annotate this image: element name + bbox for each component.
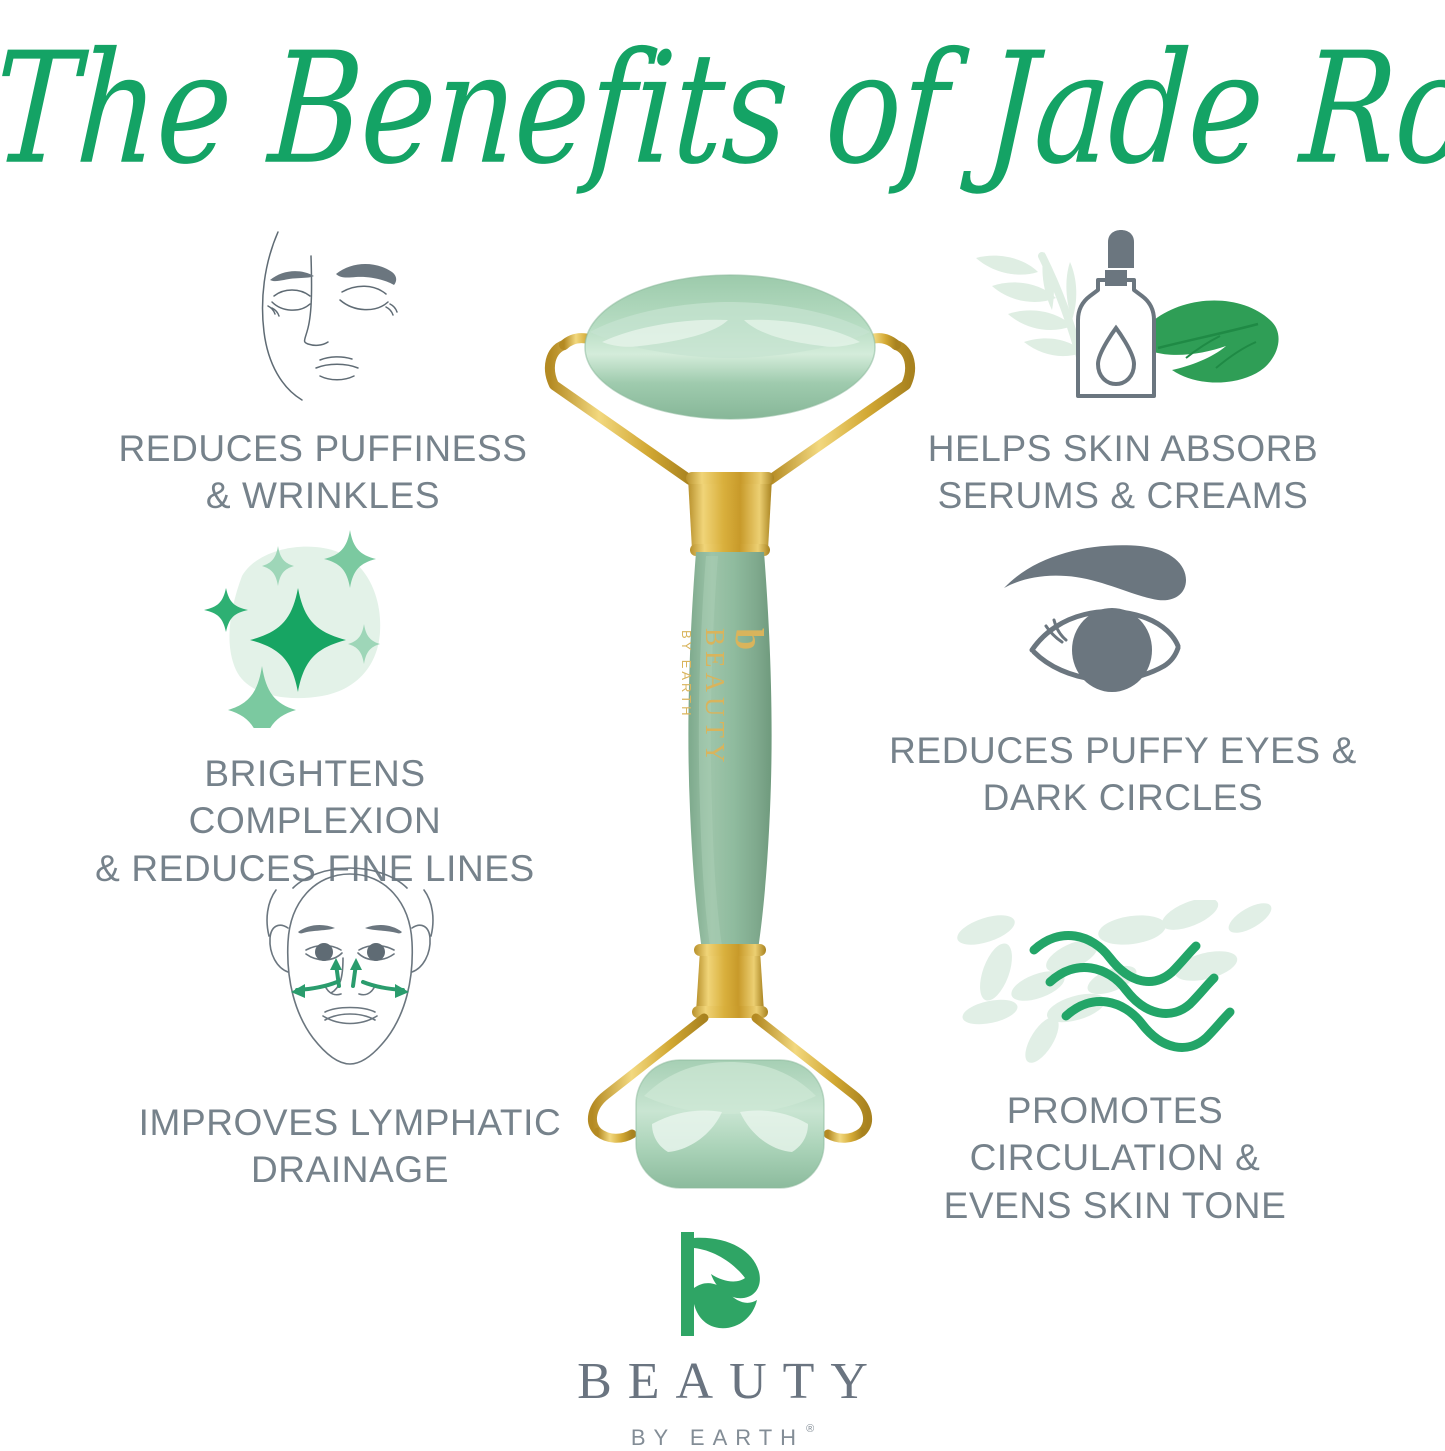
handle-brand-engraving: b BEAUTY BY EARTH (679, 628, 772, 768)
leaf-icon (1149, 300, 1279, 383)
serum-dropper-bottle-icon (976, 230, 1279, 398)
face-massage-arrows-icon (265, 867, 434, 1065)
benefit-label-line1: REDUCES PUFFY EYES & (889, 730, 1357, 771)
benefit-label-line2: & REDUCES FINE LINES (95, 847, 535, 889)
page-title: The Benefits of Jade Rolling (0, 8, 1445, 198)
benefit-label-line2: SERUMS & CREAMS (937, 475, 1309, 517)
benefit-label: IMPROVES LYMPHATIC DRAINAGE (115, 1099, 585, 1194)
fern-decoration-icon (976, 252, 1086, 368)
benefit-icon-container (80, 528, 550, 728)
benefit-label: REDUCES PUFFY EYES & DARK CIRCLES (888, 727, 1358, 822)
handle-brand-text: BEAUTY (700, 628, 730, 768)
logo-wordmark: BEAUTY (577, 1353, 884, 1410)
benefit-helps-skin-absorb: HELPS SKIN ABSORB SERUMS & CREAMS (888, 228, 1358, 520)
benefit-label: BRIGHTENS COMPLEXION & REDUCES FINE LINE… (80, 750, 550, 892)
benefit-label-line2: EVENS SKIN TONE (943, 1184, 1287, 1226)
logo-tagline-row: BY EARTH ® (0, 1423, 1445, 1451)
handle-tagline-text: BY EARTH (679, 630, 694, 719)
benefit-icon-container (880, 900, 1350, 1065)
page-title-text: The Benefits of Jade Rolling (0, 18, 1445, 199)
benefit-icon-container (115, 862, 585, 1077)
benefit-label-line2: DARK CIRCLES (982, 777, 1264, 819)
roller-bottom-yoke (587, 1013, 873, 1143)
benefit-label-line1: HELPS SKIN ABSORB (927, 428, 1319, 469)
wave-lines (1029, 931, 1235, 1052)
jade-roller-product-image: b BEAUTY BY EARTH (544, 274, 916, 1189)
benefit-icon-container (888, 540, 1358, 705)
face-closed-eyes-icon (261, 231, 398, 401)
benefit-label: HELPS SKIN ABSORB SERUMS & CREAMS (888, 425, 1358, 520)
sparkle-icon (204, 530, 381, 728)
handle-logo-mark: b (727, 628, 772, 650)
benefit-promotes-circulation: PROMOTES CIRCULATION & EVENS SKIN TONE (880, 900, 1350, 1229)
benefit-label-line1: PROMOTES CIRCULATION & (969, 1090, 1261, 1179)
brand-logo: BEAUTY BY EARTH ® (0, 1232, 1445, 1451)
roller-handle (688, 552, 772, 950)
benefit-label: PROMOTES CIRCULATION & EVENS SKIN TONE (880, 1087, 1350, 1229)
flow-waves-icon (957, 900, 1272, 1063)
benefit-label-line1: REDUCES PUFFINESS (118, 428, 528, 469)
benefit-label-line2: & WRINKLES (205, 475, 441, 517)
b-leaf-mark-icon (680, 1232, 760, 1336)
benefit-label: REDUCES PUFFINESS & WRINKLES (88, 425, 558, 520)
benefit-reduces-puffiness: REDUCES PUFFINESS & WRINKLES (88, 228, 558, 520)
roller-head-large (584, 274, 876, 420)
registered-trademark-symbol: ® (806, 1423, 823, 1435)
benefit-brightens-complexion: BRIGHTENS COMPLEXION & REDUCES FINE LINE… (80, 528, 550, 892)
benefit-improves-lymphatic-drainage: IMPROVES LYMPHATIC DRAINAGE (115, 862, 585, 1194)
dropper-bottle-icon (1076, 230, 1156, 398)
roller-bottom-collar (692, 944, 768, 1018)
benefit-icon-container (88, 228, 558, 403)
benefit-icon-container (888, 228, 1358, 403)
eye-icon (1004, 545, 1186, 692)
benefit-label-line1: IMPROVES LYMPHATIC (138, 1102, 562, 1143)
roller-head-small (635, 1059, 825, 1189)
roller-top-collar (686, 472, 774, 556)
logo-tagline: BY EARTH (630, 1425, 805, 1450)
benefit-reduces-puffy-eyes: REDUCES PUFFY EYES & DARK CIRCLES (888, 540, 1358, 822)
benefit-label-line1: BRIGHTENS COMPLEXION (188, 753, 442, 842)
benefit-label-line2: DRAINAGE (250, 1149, 450, 1191)
